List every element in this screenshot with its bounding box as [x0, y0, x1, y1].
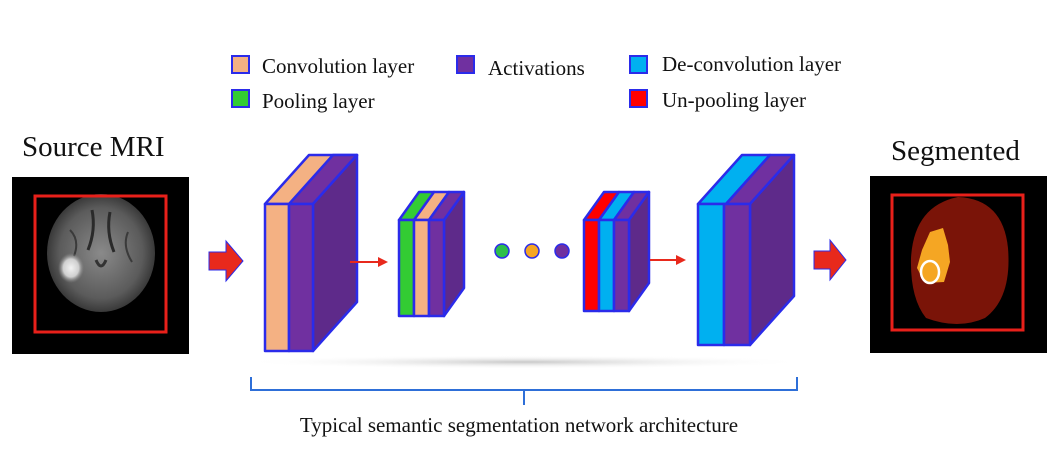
- encoder-block-pool: [397, 190, 466, 318]
- pooling-swatch: [231, 89, 250, 108]
- decoder-block-unpool: [582, 190, 651, 313]
- legend-label-activations: Activations: [488, 56, 585, 80]
- source-title: Source MRI: [22, 131, 165, 163]
- architecture-bracket: [250, 377, 798, 405]
- ellipsis-dot-green: [494, 243, 510, 259]
- architecture-caption: Typical semantic segmentation network ar…: [300, 413, 738, 437]
- source-mri-image: [12, 177, 189, 354]
- legend-label-convolution: Convolution layer: [262, 54, 414, 78]
- legend-label-deconvolution: De-convolution layer: [662, 52, 841, 76]
- activations-swatch: [456, 55, 475, 74]
- ellipsis-dot-purple: [554, 243, 570, 259]
- convolution-swatch: [231, 55, 250, 74]
- decoder-block-deconv: [696, 153, 796, 347]
- output-roi-frame: [890, 193, 1025, 332]
- deconvolution-swatch: [629, 55, 648, 74]
- source-roi-frame: [33, 194, 168, 334]
- input-arrow: [208, 239, 244, 283]
- unpooling-swatch: [629, 89, 648, 108]
- output-arrow: [813, 238, 847, 282]
- flow-arrow-2: [650, 255, 686, 265]
- ellipsis-dot-orange: [524, 243, 540, 259]
- legend-label-pooling: Pooling layer: [262, 89, 375, 113]
- flow-arrow-1: [350, 257, 388, 267]
- legend-label-unpooling: Un-pooling layer: [662, 88, 806, 112]
- segmented-output-image: [870, 176, 1047, 353]
- encoder-block-conv: [263, 153, 359, 353]
- network-shadow: [239, 355, 809, 369]
- legend: Convolution layer Activations De-convolu…: [231, 52, 841, 113]
- output-title: Segmented: [891, 135, 1020, 167]
